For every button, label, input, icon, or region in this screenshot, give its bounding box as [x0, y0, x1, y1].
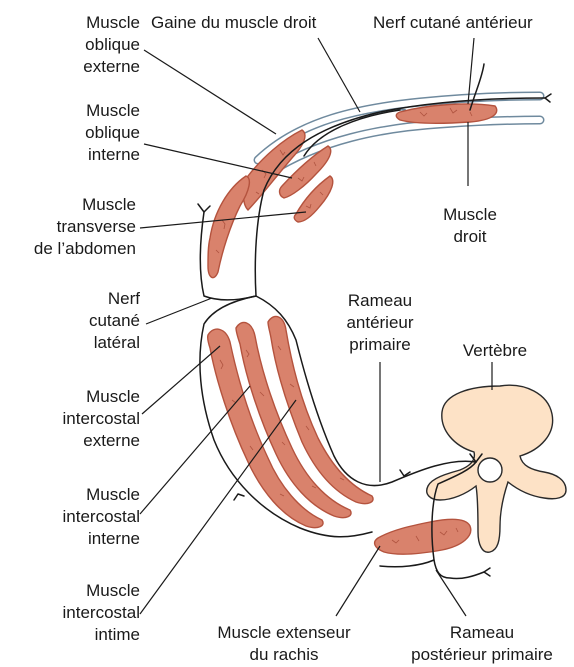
- label-line: intercostal: [30, 506, 140, 528]
- vertebral-foramen: [478, 458, 502, 482]
- label-line: Rameau: [392, 622, 572, 644]
- label-line: Muscle: [30, 484, 140, 506]
- label-line: intime: [30, 624, 140, 646]
- label-line: antérieur: [320, 312, 440, 334]
- label-line: Muscle: [30, 386, 140, 408]
- label-internal-oblique: Muscle oblique interne: [30, 100, 140, 166]
- label-line: transverse: [0, 216, 136, 238]
- label-line: intercostal: [30, 408, 140, 430]
- label-line: oblique: [30, 34, 140, 56]
- label-rectus: Muscle droit: [420, 204, 520, 248]
- label-line: Nerf cutané antérieur: [373, 12, 533, 34]
- label-line: Nerf: [30, 288, 140, 310]
- label-line: Muscle: [0, 194, 136, 216]
- label-line: Gaine du muscle droit: [151, 12, 316, 34]
- label-vertebra: Vertèbre: [440, 340, 550, 362]
- label-erector-spinae: Muscle extenseur du rachis: [196, 622, 372, 666]
- label-line: externe: [30, 430, 140, 452]
- label-line: Muscle: [420, 204, 520, 226]
- label-line: latéral: [30, 332, 140, 354]
- label-line: intercostal: [30, 602, 140, 624]
- label-internal-intercostal: Muscle intercostal interne: [30, 484, 140, 550]
- label-lateral-cutaneous-nerve: Nerf cutané latéral: [30, 288, 140, 354]
- label-innermost-intercostal: Muscle intercostal intime: [30, 580, 140, 646]
- label-line: interne: [30, 144, 140, 166]
- label-line: droit: [420, 226, 520, 248]
- label-line: Muscle: [30, 580, 140, 602]
- label-line: Vertèbre: [440, 340, 550, 362]
- label-rectus-sheath: Gaine du muscle droit: [151, 12, 316, 34]
- label-line: oblique: [30, 122, 140, 144]
- label-line: Muscle: [30, 100, 140, 122]
- outer-abdominal-band: [208, 176, 249, 278]
- label-anterior-ramus: Rameau antérieur primaire: [320, 290, 440, 356]
- label-line: cutané: [30, 310, 140, 332]
- label-anterior-cutaneous-nerve: Nerf cutané antérieur: [373, 12, 533, 34]
- label-external-oblique: Muscle oblique externe: [30, 12, 140, 78]
- label-line: postérieur primaire: [392, 644, 572, 666]
- label-line: Muscle extenseur: [196, 622, 372, 644]
- label-line: Rameau: [320, 290, 440, 312]
- label-line: de l’abdomen: [0, 238, 136, 260]
- label-posterior-ramus: Rameau postérieur primaire: [392, 622, 572, 666]
- erector-spinae-muscle: [375, 519, 471, 554]
- label-line: Muscle: [30, 12, 140, 34]
- label-line: primaire: [320, 334, 440, 356]
- label-line: externe: [30, 56, 140, 78]
- label-line: interne: [30, 528, 140, 550]
- label-line: du rachis: [196, 644, 372, 666]
- label-external-intercostal: Muscle intercostal externe: [30, 386, 140, 452]
- label-transversus: Muscle transverse de l’abdomen: [0, 194, 136, 260]
